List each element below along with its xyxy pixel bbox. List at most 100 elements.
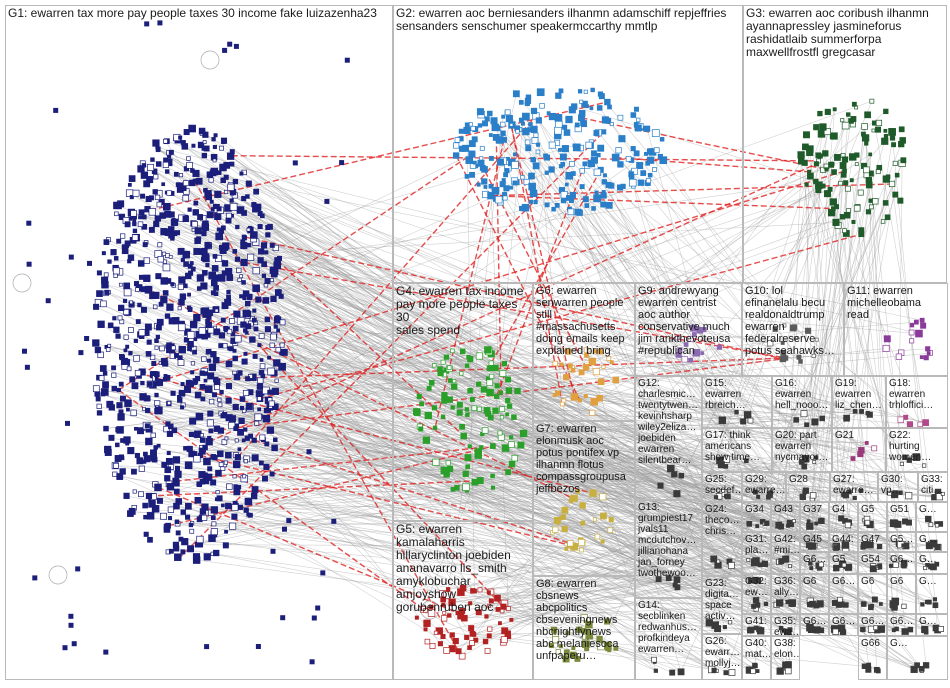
group-label-g37: G37 (803, 504, 826, 515)
group-box-g18: G18: ewarren trhloffici… (886, 376, 948, 428)
group-box-g37: G37 (800, 502, 829, 532)
group-label-g11: G11: ewarren michelleobama read (847, 285, 945, 321)
group-box-g11: G11: ewarren michelleobama read (844, 283, 948, 376)
group-box-g22: G22: hurting women… (886, 428, 948, 472)
group-label-g5: G5: ewarren kamalaharris hillaryclinton … (396, 523, 530, 614)
group-box-g14: G14: secblinken redwanhus… profkindeya e… (635, 598, 702, 680)
group-box-g29: G29: ewarre… (742, 472, 786, 502)
group-label-g12: G12: charlesmic… twentytwen… kevinhsharp… (638, 378, 699, 466)
group-box-g34: G34 (742, 502, 771, 532)
group-box-g66: G66 (858, 636, 887, 680)
group-label-g18: G18: ewarren trhloffici… (889, 378, 945, 411)
group-label-g54: G54 (861, 554, 884, 565)
group-label-g19: G19: ewarren liz_chen… (835, 378, 883, 411)
group-box-g3: G3: ewarren aoc coribush ilhanmn ayannap… (743, 5, 947, 283)
group-label-g16: G16: ewarren hell_nooo… (775, 378, 829, 411)
group-label-g5z: G5 (832, 554, 855, 565)
group-box-g24: G24: theco… chris… (702, 502, 742, 576)
group-label-g23: G23: digita… space activ… (705, 578, 739, 622)
group-box-gx2: G… (916, 532, 948, 552)
group-box-g23: G23: digita… space activ… (702, 576, 742, 634)
group-label-g8: G8: ewarren cbsnews abcpolitics cbseveni… (536, 578, 632, 662)
group-box-g5x: G5 (858, 502, 887, 532)
group-box-g35: G35: ewa… (771, 614, 800, 636)
group-box-g47: G47 (858, 532, 887, 552)
group-box-g25: G25: secdef… (702, 472, 742, 502)
group-box-g5: G5: ewarren kamalaharris hillaryclinton … (393, 521, 533, 680)
group-label-g29: G29: ewarre… (745, 474, 783, 496)
group-label-g33: G33: citi… (921, 474, 945, 496)
group-label-g25: G25: secdef… (705, 474, 739, 496)
group-label-g40: G40: mat… (745, 638, 768, 660)
group-box-gx4: G… (916, 574, 948, 614)
group-label-g47: G47 (861, 534, 884, 545)
group-label-gx5: G… (919, 616, 945, 627)
group-label-g6e: G6 (803, 576, 826, 587)
group-box-gx6: G… (887, 636, 948, 680)
group-box-g33: G33: citi… (918, 472, 948, 502)
group-box-g5z: G5 (829, 552, 858, 574)
group-label-gx3: G… (919, 554, 945, 565)
group-box-g31: G31: pla… (742, 532, 771, 574)
group-box-g6j: G6… (858, 614, 887, 636)
group-box-gx5: G… (916, 614, 948, 636)
group-box-g16: G16: ewarren hell_nooo… (772, 376, 832, 428)
group-box-g45: G45 (800, 532, 829, 552)
group-label-g34: G34 (745, 504, 768, 515)
group-box-g15: G15: ewarren rbreich… (702, 376, 772, 428)
group-box-g12: G12: charlesmic… twentytwen… kevinhsharp… (635, 376, 702, 500)
group-box-g30: G30: vp… (878, 472, 918, 502)
group-box-g27: G27: ewarre… (830, 472, 878, 502)
group-label-g14: G14: secblinken redwanhus… profkindeya e… (638, 600, 699, 655)
group-box-g20: G20: part ewarren nycmayor… (772, 428, 832, 472)
group-box-g17: G17: think americans show time… (702, 428, 772, 472)
group-label-g15: G15: ewarren rbreich… (705, 378, 769, 411)
group-label-g17: G17: think americans show time… (705, 430, 769, 463)
group-label-g6f: G6 (861, 576, 884, 587)
group-label-g13: G13: grumpiest17 jvals11 mcdutchov… jill… (638, 502, 699, 579)
group-label-g20: G20: part ewarren nycmayor… (775, 430, 829, 463)
group-label-g27: G27: ewarre… (833, 474, 875, 496)
group-box-g6f: G6 (858, 574, 887, 614)
group-label-g26: G26: ewarr… mollyj… (705, 636, 739, 669)
group-label-g32: G32: ew… (745, 576, 768, 598)
group-box-g7: G7: ewarren elonmusk aoc potus pontifex … (533, 421, 635, 576)
group-label-g6: G6: ewarren senwarren people still #mass… (536, 285, 632, 357)
group-box-g51: G51 (887, 502, 916, 532)
group-label-gx2: G… (919, 534, 945, 545)
group-box-g6h: G6… (800, 614, 829, 636)
group-box-g6c: G6… (829, 574, 858, 614)
group-box-g13: G13: grumpiest17 jvals11 mcdutchov… jill… (635, 500, 702, 598)
group-box-g6: G6: ewarren senwarren people still #mass… (533, 283, 635, 421)
group-label-g1: G1: ewarren tax more pay people taxes 30… (8, 7, 390, 20)
group-label-gx4: G… (919, 576, 945, 587)
group-label-g10: G10: lol efinanelalu becu realdonaldtrum… (745, 285, 841, 357)
group-box-gx1: G… (916, 502, 948, 532)
group-label-g9: G9: andrewyang ewarren centrist aoc auth… (638, 285, 739, 357)
group-box-g4x: G4 (829, 502, 858, 532)
group-box-g8: G8: ewarren cbsnews abcpolitics cbseveni… (533, 576, 635, 680)
group-box-g19: G19: ewarren liz_chen… (832, 376, 886, 428)
group-box-g1: G1: ewarren tax more pay people taxes 30… (5, 5, 393, 680)
group-label-g3: G3: ewarren aoc coribush ilhanmn ayannap… (746, 7, 944, 59)
group-box-g6e: G6 (800, 574, 829, 614)
group-label-g2: G2: ewarren aoc berniesanders ilhanmn ad… (396, 7, 740, 33)
group-label-g5y: G5… (890, 534, 913, 545)
group-label-g31: G31: pla… (745, 534, 768, 556)
group-box-g6i: G6… (829, 614, 858, 636)
group-label-g51: G51 (890, 504, 913, 515)
group-box-g21: G21 (832, 428, 886, 472)
group-label-g6d: G6… (890, 616, 913, 627)
group-label-g24: G24: theco… chris… (705, 504, 739, 537)
group-label-g6c: G6… (832, 576, 855, 587)
group-label-g41: G41: (745, 616, 768, 627)
group-label-g42: G42: #mi… (774, 534, 797, 556)
group-box-g44: G44: (829, 532, 858, 552)
group-label-g45: G45 (803, 534, 826, 545)
group-box-g5y: G5… (887, 532, 916, 552)
group-label-g66: G66 (861, 638, 884, 649)
group-label-g6h: G6… (803, 616, 826, 627)
group-label-g35: G35: ewa… (774, 616, 797, 636)
group-box-g43: G43 (771, 502, 800, 532)
group-box-g38: G38: elon… (771, 636, 800, 680)
